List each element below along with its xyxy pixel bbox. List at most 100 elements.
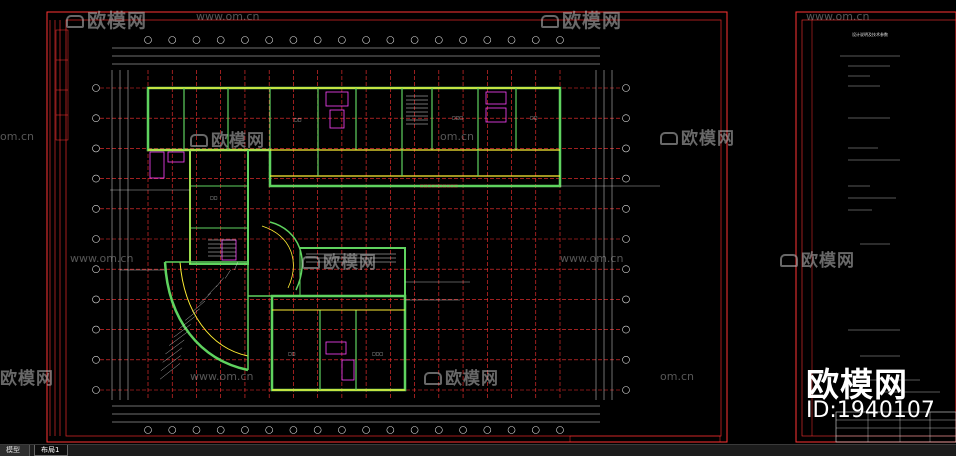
grid-bubble-16 xyxy=(507,426,516,434)
watermark-url: om.cn xyxy=(660,370,694,383)
room-label: □□ xyxy=(288,351,296,356)
sofa-logo-icon xyxy=(190,134,208,147)
grid-bubble-11 xyxy=(386,426,395,434)
grid-bubble-7 xyxy=(289,36,298,44)
dimension-lines xyxy=(111,47,613,423)
grid-bubble-G xyxy=(92,265,100,274)
grid-bubble-E xyxy=(92,205,100,213)
sofa-logo-icon xyxy=(66,15,84,28)
room-label: □□ xyxy=(530,115,538,120)
grid-bubble-2 xyxy=(168,426,177,434)
grid-bubble-4 xyxy=(216,426,225,434)
room-label: □□ xyxy=(294,117,302,122)
grid-bubble-15 xyxy=(483,426,492,434)
grid-bubble-J xyxy=(622,325,630,334)
watermark-url: www.om.cn xyxy=(196,10,260,23)
watermark-brand: 欧模网 xyxy=(66,6,147,33)
grid-bubble-J xyxy=(92,325,100,334)
room-label: □□□ xyxy=(452,115,464,120)
grid-bubble-11 xyxy=(386,36,395,44)
grid-bubble-1 xyxy=(144,36,152,44)
grid-bubble-7 xyxy=(289,426,298,434)
grid-bubble-17 xyxy=(531,426,540,434)
cad-drawing xyxy=(46,11,956,443)
grid-axis-bubbles xyxy=(92,36,630,434)
grid-bubble-2 xyxy=(168,36,177,44)
grid-bubble-E xyxy=(622,205,630,213)
grid-bubble-L xyxy=(92,386,100,394)
grid-bubble-3 xyxy=(192,36,201,44)
grid-bubble-10 xyxy=(362,426,370,434)
grid-bubble-A xyxy=(92,84,100,92)
grid-bubble-13 xyxy=(435,36,443,44)
watermark-brand: 欧模网 xyxy=(660,124,735,149)
stair-treads xyxy=(208,95,428,263)
dimension-note: □□□□□□□□□□ xyxy=(420,183,458,188)
grid-bubble-F xyxy=(92,235,100,243)
grid-bubble-D xyxy=(92,174,100,183)
sofa-logo-icon xyxy=(302,256,320,269)
watermark-url: www.om.cn xyxy=(560,252,624,265)
watermark-url: om.cn xyxy=(440,130,474,143)
grid-bubble-12 xyxy=(410,426,419,434)
grid-bubble-8 xyxy=(313,426,322,434)
curved-stair-radials xyxy=(159,261,239,380)
sheet-frame xyxy=(46,11,728,443)
room-label: □□□ xyxy=(372,351,384,356)
watermark-brand: 欧模网 xyxy=(190,126,265,151)
structural-grid xyxy=(100,70,620,400)
watermark-url: www.om.cn xyxy=(806,10,870,23)
sofa-logo-icon xyxy=(541,15,559,28)
watermark-brand: 欧模网 xyxy=(780,246,855,271)
watermark-url: www.om.cn xyxy=(70,252,134,265)
sofa-logo-icon xyxy=(780,254,798,267)
cad-viewport[interactable]: □□ □□□ □□ □□ □□□ □□ □□□□□□□□□□ 设计说明及技术参数… xyxy=(0,0,956,444)
building-walls xyxy=(146,86,562,392)
right-sheet-frame xyxy=(795,11,956,443)
grid-bubble-8 xyxy=(313,36,322,44)
watermark-brand: 欧模网 xyxy=(424,364,499,389)
watermark-brand: 欧模网 xyxy=(0,369,54,389)
grid-bubble-3 xyxy=(192,426,201,434)
grid-bubble-5 xyxy=(241,36,249,44)
stair-toilet-fixtures xyxy=(149,91,507,381)
watermark-brand: 欧模网 xyxy=(541,6,622,33)
sofa-logo-icon xyxy=(660,132,678,145)
grid-bubble-15 xyxy=(483,36,492,44)
watermark-url: www.om.cn xyxy=(190,370,254,383)
grid-bubble-K xyxy=(92,355,100,364)
right-sheet-notes xyxy=(840,55,940,393)
watermark-brand: 欧模网 xyxy=(302,248,377,273)
grid-bubble-C xyxy=(92,144,100,153)
right-panel-title: 设计说明及技术参数 xyxy=(852,32,888,37)
grid-bubble-9 xyxy=(338,36,346,44)
grid-bubble-13 xyxy=(435,426,443,434)
grid-bubble-H xyxy=(92,295,100,304)
grid-bubble-K xyxy=(622,355,630,364)
grid-bubble-9 xyxy=(338,426,346,434)
grid-bubble-1 xyxy=(144,426,152,434)
grid-bubble-14 xyxy=(459,426,467,434)
grid-bubble-C xyxy=(622,144,630,153)
model-id-label: ID:1940107 xyxy=(806,398,935,423)
grid-bubble-L xyxy=(622,386,630,394)
grid-bubble-18 xyxy=(556,36,564,44)
grid-bubble-F xyxy=(622,235,630,243)
grid-bubble-14 xyxy=(459,36,467,44)
grid-bubble-B xyxy=(622,114,630,122)
grid-bubble-G xyxy=(622,265,630,274)
layout-tab-bar: 模型 布局1 xyxy=(0,444,956,456)
grid-bubble-18 xyxy=(556,426,564,434)
leader-lines xyxy=(110,185,660,301)
grid-bubble-16 xyxy=(507,36,516,44)
grid-bubble-10 xyxy=(362,36,370,44)
tab-layout1[interactable]: 布局1 xyxy=(34,445,68,456)
grid-bubble-5 xyxy=(241,426,249,434)
grid-bubble-17 xyxy=(531,36,540,44)
grid-bubble-6 xyxy=(265,426,273,434)
grid-bubble-A xyxy=(622,84,630,92)
room-label: □□ xyxy=(210,195,218,200)
grid-bubble-H xyxy=(622,295,630,304)
grid-bubble-4 xyxy=(216,36,225,44)
tab-model[interactable]: 模型 xyxy=(0,445,30,456)
